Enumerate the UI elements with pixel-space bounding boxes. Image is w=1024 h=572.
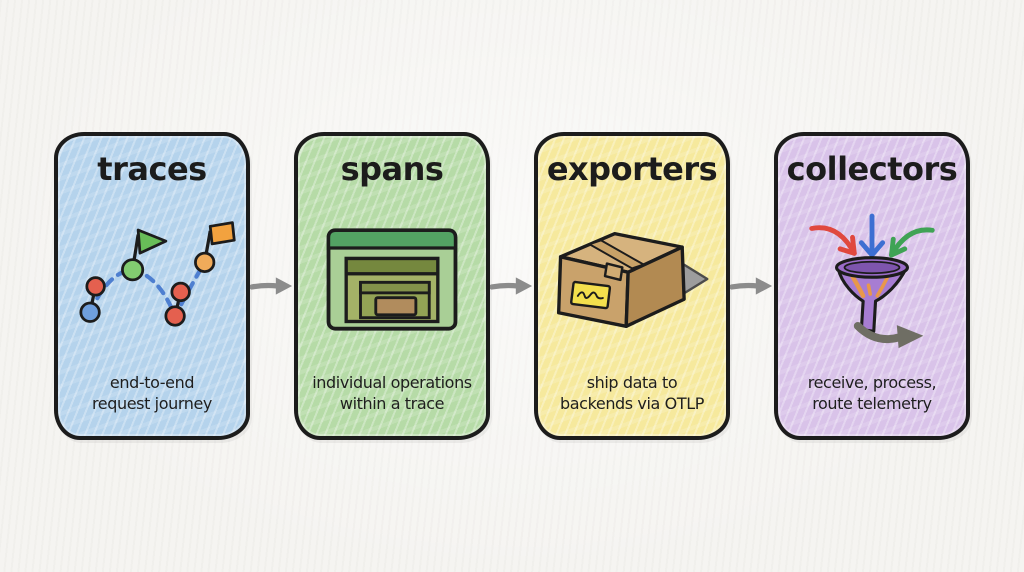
- desc-line: receive, process,: [807, 372, 937, 392]
- desc-line: ship data to: [586, 372, 678, 392]
- nested-spans-icon: [298, 187, 486, 372]
- desc-line: within a trace: [339, 393, 445, 413]
- card-traces: traces end: [54, 132, 250, 440]
- flow-arrow-icon: [250, 273, 294, 299]
- card-description-exporters: ship data to backends via OTLP: [560, 372, 704, 414]
- card-spans: spans individual operations within a tra…: [294, 132, 490, 440]
- desc-line: request journey: [91, 393, 213, 413]
- desc-line: end-to-end: [109, 372, 195, 392]
- card-description-traces: end-to-end request journey: [92, 372, 212, 414]
- flow-arrow-icon: [730, 273, 774, 299]
- desc-line: individual operations: [312, 372, 472, 392]
- flow-arrow-icon: [490, 273, 534, 299]
- pipeline-row: traces end: [54, 132, 970, 440]
- desc-line: backends via OTLP: [560, 393, 704, 413]
- card-title-exporters: exporters: [546, 150, 718, 188]
- funnel-icon: [778, 187, 966, 372]
- card-description-collectors: receive, process, route telemetry: [807, 372, 937, 414]
- trace-journey-icon: [58, 187, 246, 372]
- card-collectors: collectors: [774, 132, 970, 440]
- card-title-traces: traces: [97, 150, 207, 188]
- card-description-spans: individual operations within a trace: [312, 372, 472, 414]
- shipping-box-icon: [538, 187, 726, 372]
- card-title-spans: spans: [340, 150, 444, 188]
- desc-line: route telemetry: [812, 393, 932, 413]
- card-title-collectors: collectors: [786, 150, 958, 188]
- card-exporters: exporters ship data to backends: [534, 132, 730, 440]
